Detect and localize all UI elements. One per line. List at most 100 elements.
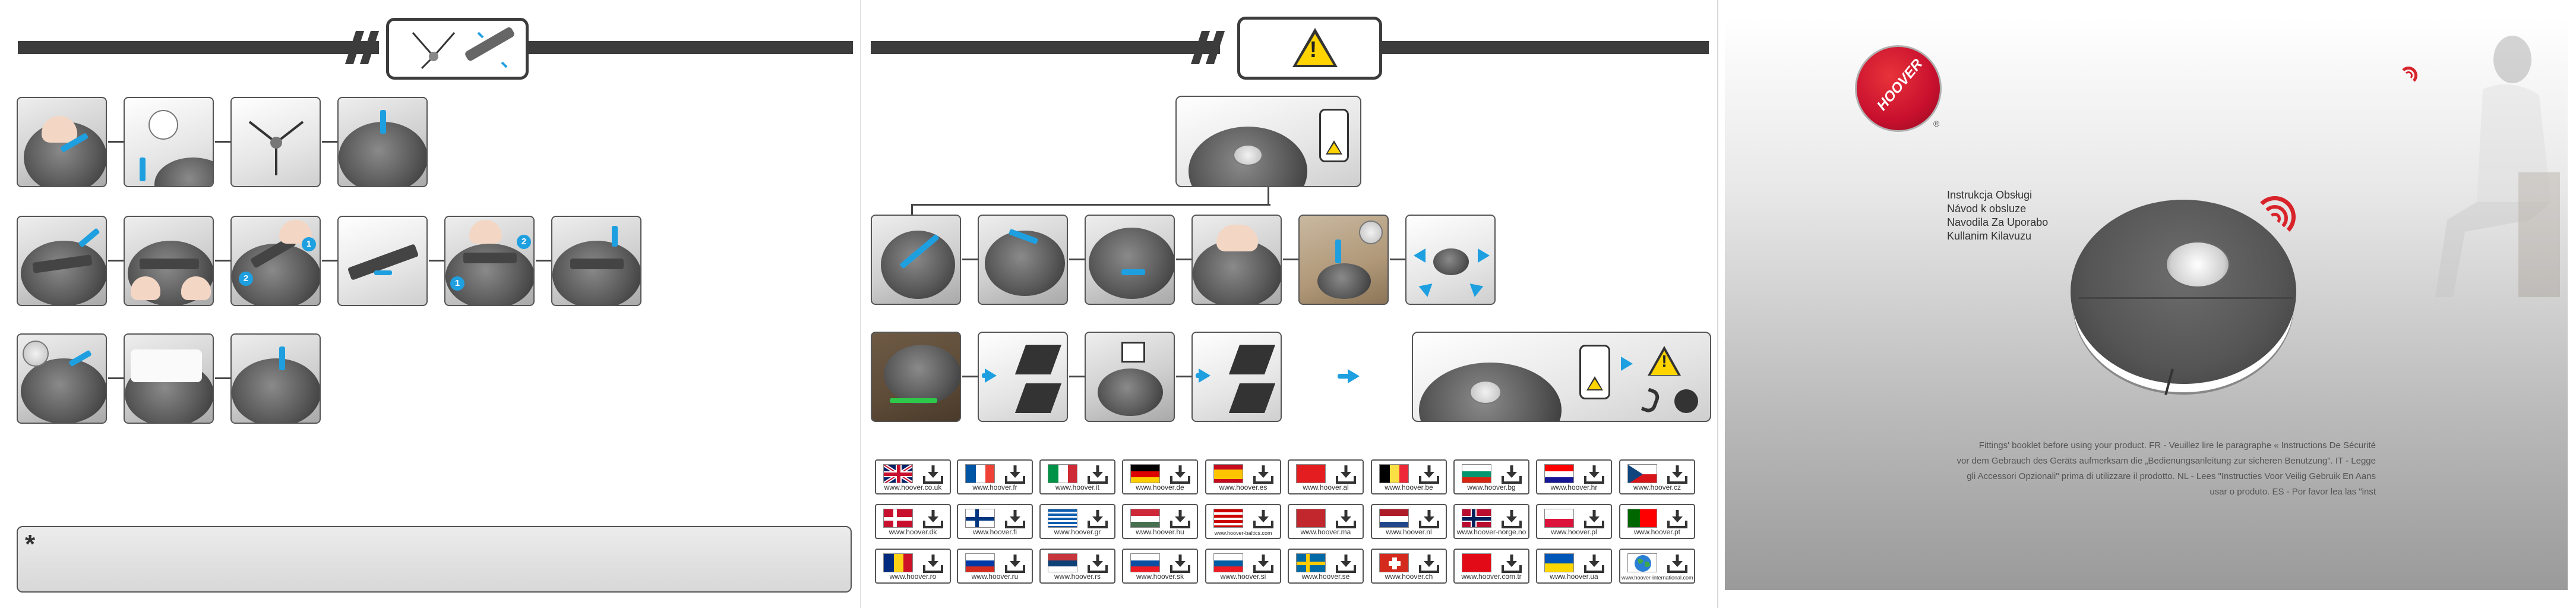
download-icon[interactable]	[1004, 509, 1026, 529]
warning-icon-fill	[1297, 34, 1333, 65]
country-url[interactable]: www.hoover.gr	[1054, 528, 1101, 536]
country-download-al[interactable]: www.hoover.al	[1288, 459, 1364, 494]
download-icon[interactable]	[1253, 509, 1274, 529]
country-download-gr[interactable]: www.hoover.gr	[1039, 504, 1115, 539]
app-alert-image	[1175, 96, 1361, 187]
download-icon[interactable]	[1667, 553, 1688, 574]
country-download-si[interactable]: www.hoover.si	[1205, 549, 1281, 584]
download-icon[interactable]	[1004, 553, 1026, 574]
country-download-ch[interactable]: www.hoover.ch	[1371, 549, 1447, 584]
country-url[interactable]: www.hoover.it	[1055, 483, 1100, 492]
download-icon[interactable]	[922, 553, 944, 574]
country-url[interactable]: www.hoover-international.com	[1622, 575, 1693, 581]
country-download-fr[interactable]: www.hoover.fr	[957, 459, 1033, 494]
country-url[interactable]: www.hoover-norge.no	[1456, 528, 1526, 536]
country-url[interactable]: www.hoover.fi	[972, 528, 1017, 536]
download-icon[interactable]	[1667, 509, 1688, 529]
country-url[interactable]: www.hoover.rs	[1054, 572, 1101, 581]
country-url[interactable]: www.hoover.pl	[1551, 528, 1597, 536]
roller-brush-image	[463, 253, 517, 263]
download-icon[interactable]	[1583, 464, 1605, 484]
country-url[interactable]: www.hoover.sk	[1136, 572, 1184, 581]
download-icon[interactable]	[1253, 464, 1274, 484]
download-icon[interactable]	[1501, 553, 1522, 574]
download-icon[interactable]	[1418, 509, 1440, 529]
country-download-ro[interactable]: www.hoover.ro	[875, 549, 951, 584]
download-icon[interactable]	[1583, 509, 1605, 529]
download-icon[interactable]	[1583, 553, 1605, 574]
country-url[interactable]: www.hoover.ch	[1385, 572, 1433, 581]
country-download-se[interactable]: www.hoover.se	[1288, 549, 1364, 584]
country-download-ua[interactable]: www.hoover.ua	[1536, 549, 1612, 584]
country-download-de[interactable]: www.hoover.de	[1122, 459, 1198, 494]
country-url[interactable]: www.hoover.co.uk	[884, 483, 942, 492]
download-icon[interactable]	[922, 509, 944, 529]
country-url[interactable]: www.hoover.ua	[1550, 572, 1598, 581]
download-icon[interactable]	[1335, 464, 1357, 484]
download-icon[interactable]	[1087, 553, 1108, 574]
country-download-sk[interactable]: www.hoover.sk	[1122, 549, 1198, 584]
country-url[interactable]: www.hoover.al	[1303, 483, 1349, 492]
download-icon[interactable]	[1501, 464, 1522, 484]
country-url[interactable]: www.hoover.pt	[1633, 528, 1681, 536]
download-icon[interactable]	[1170, 464, 1191, 484]
download-icon[interactable]	[1335, 553, 1357, 574]
country-download-ru[interactable]: www.hoover.ru	[957, 549, 1033, 584]
download-icon[interactable]	[1170, 553, 1191, 574]
country-url[interactable]: www.hoover.de	[1136, 483, 1184, 492]
robot-image	[1089, 228, 1174, 299]
country-download-my[interactable]: www.hoover-baltics.com	[1205, 504, 1281, 539]
country-url[interactable]: www.hoover.be	[1385, 483, 1433, 492]
country-download-fi[interactable]: www.hoover.fi	[957, 504, 1033, 539]
country-download-uk[interactable]: www.hoover.co.uk	[875, 459, 951, 494]
download-icon[interactable]	[1087, 509, 1108, 529]
country-url[interactable]: www.hoover.dk	[889, 528, 937, 536]
country-url[interactable]: www.hoover-baltics.com	[1214, 530, 1272, 536]
country-url[interactable]: www.hoover.hr	[1550, 483, 1598, 492]
country-url[interactable]: www.hoover.cz	[1633, 483, 1681, 492]
download-icon[interactable]	[1170, 509, 1191, 529]
download-icon[interactable]	[922, 464, 944, 484]
country-url[interactable]: www.hoover.com.tr	[1461, 572, 1522, 581]
country-url[interactable]: www.hoover.ru	[971, 572, 1019, 581]
country-url[interactable]: www.hoover.se	[1301, 572, 1350, 581]
country-download-no[interactable]: www.hoover-norge.no	[1453, 504, 1529, 539]
country-download-cz[interactable]: www.hoover.cz	[1619, 459, 1695, 494]
safety-notice-line: gli Accessori Opzionali" prima di utiliz…	[1967, 471, 2376, 481]
country-download-es[interactable]: www.hoover.es	[1205, 459, 1281, 494]
download-icon[interactable]	[1418, 553, 1440, 574]
country-download-ma[interactable]: www.hoover.ma	[1288, 504, 1364, 539]
country-download-be[interactable]: www.hoover.be	[1371, 459, 1447, 494]
country-download-tr[interactable]: www.hoover.com.tr	[1453, 549, 1529, 584]
country-url[interactable]: www.hoover.hu	[1136, 528, 1184, 536]
country-download-dk[interactable]: www.hoover.dk	[875, 504, 951, 539]
country-download-bg[interactable]: www.hoover.bg	[1453, 459, 1529, 494]
country-download-pt[interactable]: www.hoover.pt	[1619, 504, 1695, 539]
country-url[interactable]: www.hoover.fr	[972, 483, 1017, 492]
country-download-pl[interactable]: www.hoover.pl	[1536, 504, 1612, 539]
download-icon[interactable]	[1418, 464, 1440, 484]
country-url[interactable]: www.hoover.ma	[1300, 528, 1351, 536]
step-connector	[108, 377, 124, 379]
download-icon[interactable]	[1004, 464, 1026, 484]
country-download-world[interactable]: www.hoover-international.com	[1619, 549, 1695, 584]
country-download-hr[interactable]: www.hoover.hr	[1536, 459, 1612, 494]
country-url[interactable]: www.hoover.bg	[1467, 483, 1516, 492]
step-image	[1405, 215, 1496, 305]
country-url[interactable]: www.hoover.nl	[1386, 528, 1432, 536]
download-icon[interactable]	[1335, 509, 1357, 529]
country-url[interactable]: www.hoover.ro	[889, 572, 937, 581]
step-image	[871, 332, 961, 422]
download-icon[interactable]	[1087, 464, 1108, 484]
download-icon[interactable]	[1253, 553, 1274, 574]
country-download-hu[interactable]: www.hoover.hu	[1122, 504, 1198, 539]
country-url[interactable]: www.hoover.es	[1219, 483, 1268, 492]
country-url[interactable]: www.hoover.si	[1220, 572, 1266, 581]
country-download-nl[interactable]: www.hoover.nl	[1371, 504, 1447, 539]
country-download-it[interactable]: www.hoover.it	[1039, 459, 1115, 494]
registered-mark: ®	[1933, 119, 1940, 128]
country-download-rs[interactable]: www.hoover.rs	[1039, 549, 1115, 584]
download-icon[interactable]	[1501, 509, 1522, 529]
flag-si-icon	[1213, 553, 1243, 572]
download-icon[interactable]	[1667, 464, 1688, 484]
